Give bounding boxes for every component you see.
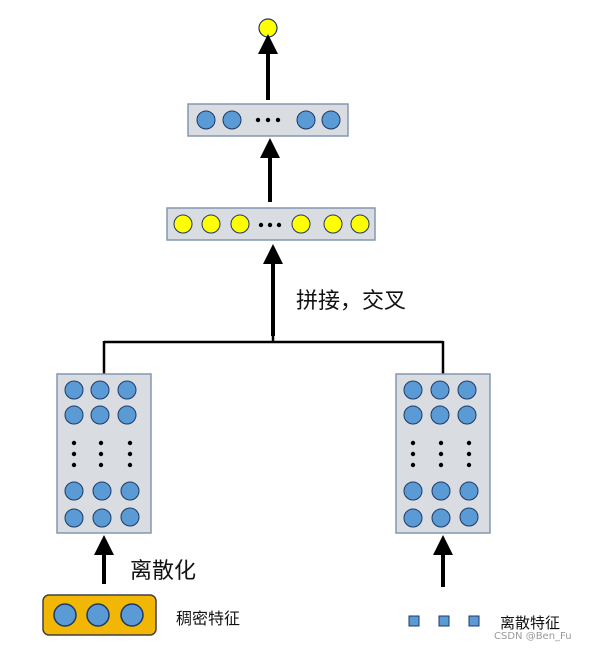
output-node [258,18,278,38]
sparse-feature-input [408,615,480,627]
embedding-block-left [56,373,152,534]
combined-feature-layer [166,207,376,241]
dense-features-label: 稠密特征 [176,609,241,628]
embedding-block-right [395,373,491,534]
dense-feature-input [42,594,157,636]
watermark: CSDN @Ben_Fu [494,631,572,642]
hidden-layer-top [187,103,349,137]
concat-cross-label: 拼接，交叉 [296,289,407,314]
connector-lines [102,334,445,374]
sparse-features-label: 离散特征 [500,614,561,632]
discretize-label: 离散化 [130,559,197,584]
